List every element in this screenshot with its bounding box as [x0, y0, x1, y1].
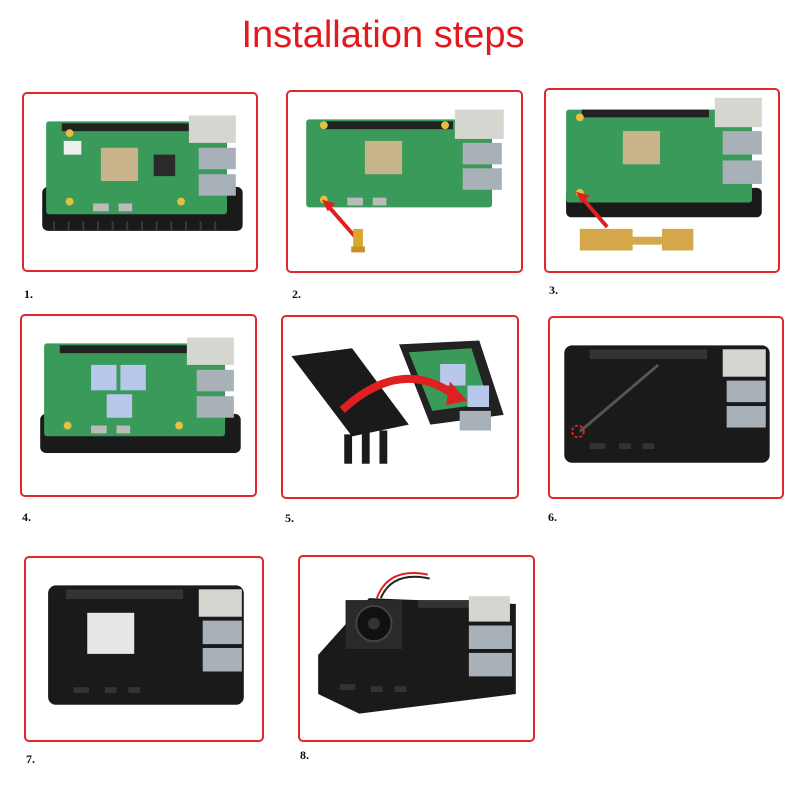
step-1-image	[42, 115, 243, 231]
step-2-panel	[286, 90, 523, 273]
step-7-panel	[24, 556, 264, 742]
step-7-label: 7.	[26, 752, 35, 766]
step-7-image	[48, 585, 244, 705]
step-8-panel	[298, 555, 535, 742]
step-2-label: 2.	[292, 287, 301, 301]
step-3-image	[566, 97, 762, 251]
step-4-image	[40, 337, 241, 453]
step-6-image	[564, 345, 770, 463]
step-8-label: 8.	[300, 748, 309, 762]
step-5-label: 5.	[285, 511, 294, 525]
page-title: Installation steps	[241, 14, 525, 56]
step-1-label: 1.	[24, 287, 33, 301]
step-4-panel	[20, 314, 257, 497]
step-5-image	[291, 340, 504, 464]
step-1-panel	[22, 92, 258, 272]
step-3-panel	[544, 88, 780, 273]
step-3-label: 3.	[549, 283, 558, 297]
step-4-label: 4.	[22, 510, 31, 524]
step-6-label: 6.	[548, 510, 557, 524]
step-8-image	[318, 572, 516, 714]
step-2-image	[306, 109, 504, 253]
step-6-panel	[548, 316, 784, 499]
step-5-panel	[281, 315, 519, 499]
